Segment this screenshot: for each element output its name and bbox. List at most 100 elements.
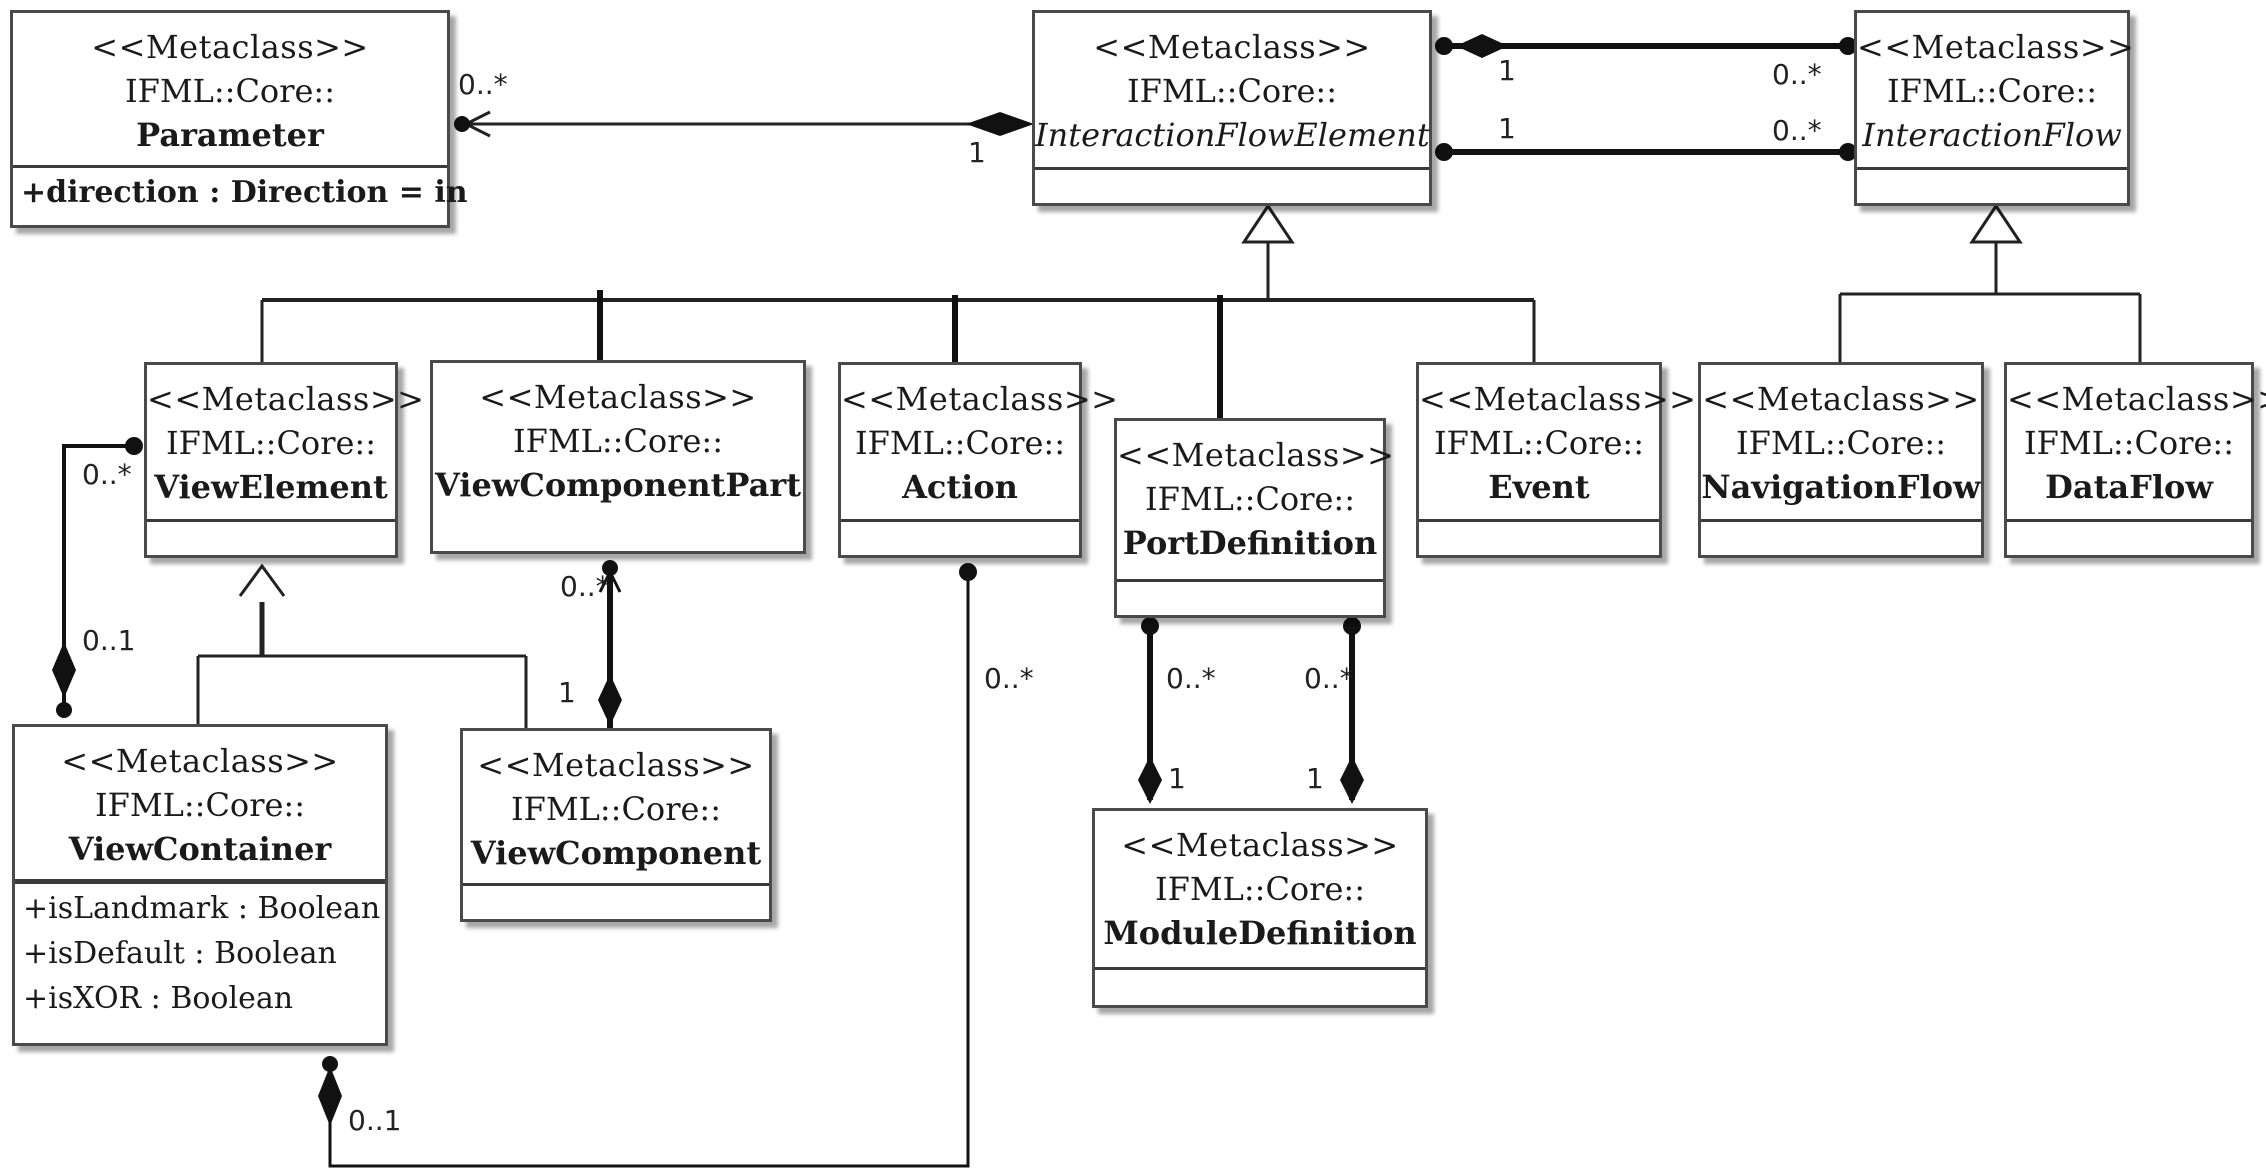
class-header: <<Metaclass>> IFML::Core:: NavigationFlo… [1701,365,1981,509]
multiplicity-label: 0..* [984,662,1034,695]
class-view-element[interactable]: <<Metaclass>> IFML::Core:: ViewElement [144,362,425,558]
class-name: Action [902,468,1018,506]
class-view-component-part[interactable]: <<Metaclass>> IFML::Core:: ViewComponent… [430,360,806,554]
multiplicity-label: 0..* [1166,662,1216,695]
package-label: IFML::Core:: [1887,72,2097,110]
attribute-is-landmark: +isLandmark : Boolean [23,891,381,926]
class-header: <<Metaclass>> IFML::Core:: ViewComponent… [433,363,803,507]
class-name: PortDefinition [1122,524,1378,562]
class-header: <<Metaclass>> IFML::Core:: InteractionFl… [1035,13,1430,157]
attribute-compartment [1035,167,1429,203]
stereotype-label: <<Metaclass>> [91,28,369,66]
multiplicity-label: 0..* [1772,58,1822,91]
class-header: <<Metaclass>> IFML::Core:: ViewElement [147,365,425,509]
package-label: IFML::Core:: [166,424,376,462]
class-name: NavigationFlow [1701,468,1981,506]
class-action[interactable]: <<Metaclass>> IFML::Core:: Action [838,362,1119,558]
class-interaction-flow[interactable]: <<Metaclass>> IFML::Core:: InteractionFl… [1854,10,2135,206]
attribute-compartment: +isLandmark : Boolean +isDefault : Boole… [15,879,385,1043]
attribute-direction: +direction : Direction = in [21,175,468,210]
stereotype-label: <<Metaclass>> [2007,380,2266,418]
multiplicity-label: 1 [1498,54,1516,87]
class-interaction-flow-element[interactable]: <<Metaclass>> IFML::Core:: InteractionFl… [1032,10,1432,206]
package-label: IFML::Core:: [125,72,335,110]
class-name: InteractionFlow [1862,116,2122,154]
multiplicity-label: 0..1 [348,1104,402,1137]
stereotype-label: <<Metaclass>> [1093,28,1371,66]
incoming-flow-association [1435,143,1857,161]
attribute-compartment [1419,519,1659,555]
view-element-generalization [196,563,528,728]
multiplicity-label: 0..* [458,68,508,101]
class-name: Parameter [136,116,324,154]
attribute-compartment: +direction : Direction = in [13,165,468,225]
multiplicity-label: 0..* [1772,114,1822,147]
class-port-definition[interactable]: <<Metaclass>> IFML::Core:: PortDefinitio… [1114,418,1395,618]
class-header: <<Metaclass>> IFML::Core:: DataFlow [2007,365,2266,509]
stereotype-label: <<Metaclass>> [1419,380,1697,418]
class-header: <<Metaclass>> IFML::Core:: ModuleDefinit… [1095,811,1425,955]
class-header: <<Metaclass>> IFML::Core:: ViewComponent [463,731,769,875]
multiplicity-label: 1 [1306,762,1324,795]
package-label: IFML::Core:: [1127,72,1337,110]
attribute-compartment [1095,967,1425,1005]
stereotype-label: <<Metaclass>> [147,380,425,418]
attribute-is-default: +isDefault : Boolean [23,936,337,971]
class-header: <<Metaclass>> IFML::Core:: Event [1419,365,1697,509]
attribute-is-xor: +isXOR : Boolean [23,981,294,1016]
class-parameter[interactable]: <<Metaclass>> IFML::Core:: Parameter +di… [10,10,468,228]
class-header: <<Metaclass>> IFML::Core:: PortDefinitio… [1117,421,1395,565]
class-header: <<Metaclass>> IFML::Core:: InteractionFl… [1857,13,2135,157]
class-header: <<Metaclass>> IFML::Core:: ViewContainer [15,727,385,871]
view-element-container-association [52,437,143,718]
class-name: ModuleDefinition [1103,914,1417,952]
package-label: IFML::Core:: [1155,870,1365,908]
multiplicity-label: 1 [558,676,576,709]
stereotype-label: <<Metaclass>> [1117,436,1395,474]
class-navigation-flow[interactable]: <<Metaclass>> IFML::Core:: NavigationFlo… [1698,362,1984,558]
package-label: IFML::Core:: [1736,424,1946,462]
parameter-association [454,110,1034,138]
class-name: ViewComponent [470,834,762,872]
class-name: ViewElement [154,468,388,506]
multiplicity-label: 0..* [560,570,610,603]
class-name: Event [1488,468,1590,506]
action-container-association [318,563,977,1168]
class-name: ViewContainer [68,830,332,868]
package-label: IFML::Core:: [1145,480,1355,518]
interaction-flow-element-generalization [260,203,1536,418]
package-label: IFML::Core:: [513,422,723,460]
package-label: IFML::Core:: [2024,424,2234,462]
class-event[interactable]: <<Metaclass>> IFML::Core:: Event [1416,362,1697,558]
attribute-compartment [1857,167,2127,203]
multiplicity-label: 1 [1498,112,1516,145]
interaction-flow-generalization [1838,203,2142,362]
attribute-compartment [1701,519,1981,555]
attribute-compartment [463,883,769,919]
package-label: IFML::Core:: [1434,424,1644,462]
package-label: IFML::Core:: [95,786,305,824]
port-module-association-right [1340,617,1364,804]
class-name: InteractionFlowElement [1035,116,1430,154]
class-module-definition[interactable]: <<Metaclass>> IFML::Core:: ModuleDefinit… [1092,808,1428,1008]
class-view-container[interactable]: <<Metaclass>> IFML::Core:: ViewContainer… [12,724,388,1046]
class-data-flow[interactable]: <<Metaclass>> IFML::Core:: DataFlow [2004,362,2266,558]
stereotype-label: <<Metaclass>> [1121,826,1399,864]
stereotype-label: <<Metaclass>> [1702,380,1980,418]
package-label: IFML::Core:: [511,790,721,828]
attribute-compartment [2007,519,2251,555]
outgoing-flow-association [1435,34,1857,58]
stereotype-label: <<Metaclass>> [477,746,755,784]
class-view-component[interactable]: <<Metaclass>> IFML::Core:: ViewComponent [460,728,772,922]
stereotype-label: <<Metaclass>> [841,380,1119,418]
class-header: <<Metaclass>> IFML::Core:: Action [841,365,1119,509]
class-name: DataFlow [2045,468,2213,506]
stereotype-label: <<Metaclass>> [1857,28,2135,66]
attribute-compartment [1117,579,1383,615]
class-header: <<Metaclass>> IFML::Core:: Parameter [13,13,447,157]
multiplicity-label: 0..1 [82,624,136,657]
class-name: ViewComponentPart [435,466,801,504]
stereotype-label: <<Metaclass>> [61,742,339,780]
